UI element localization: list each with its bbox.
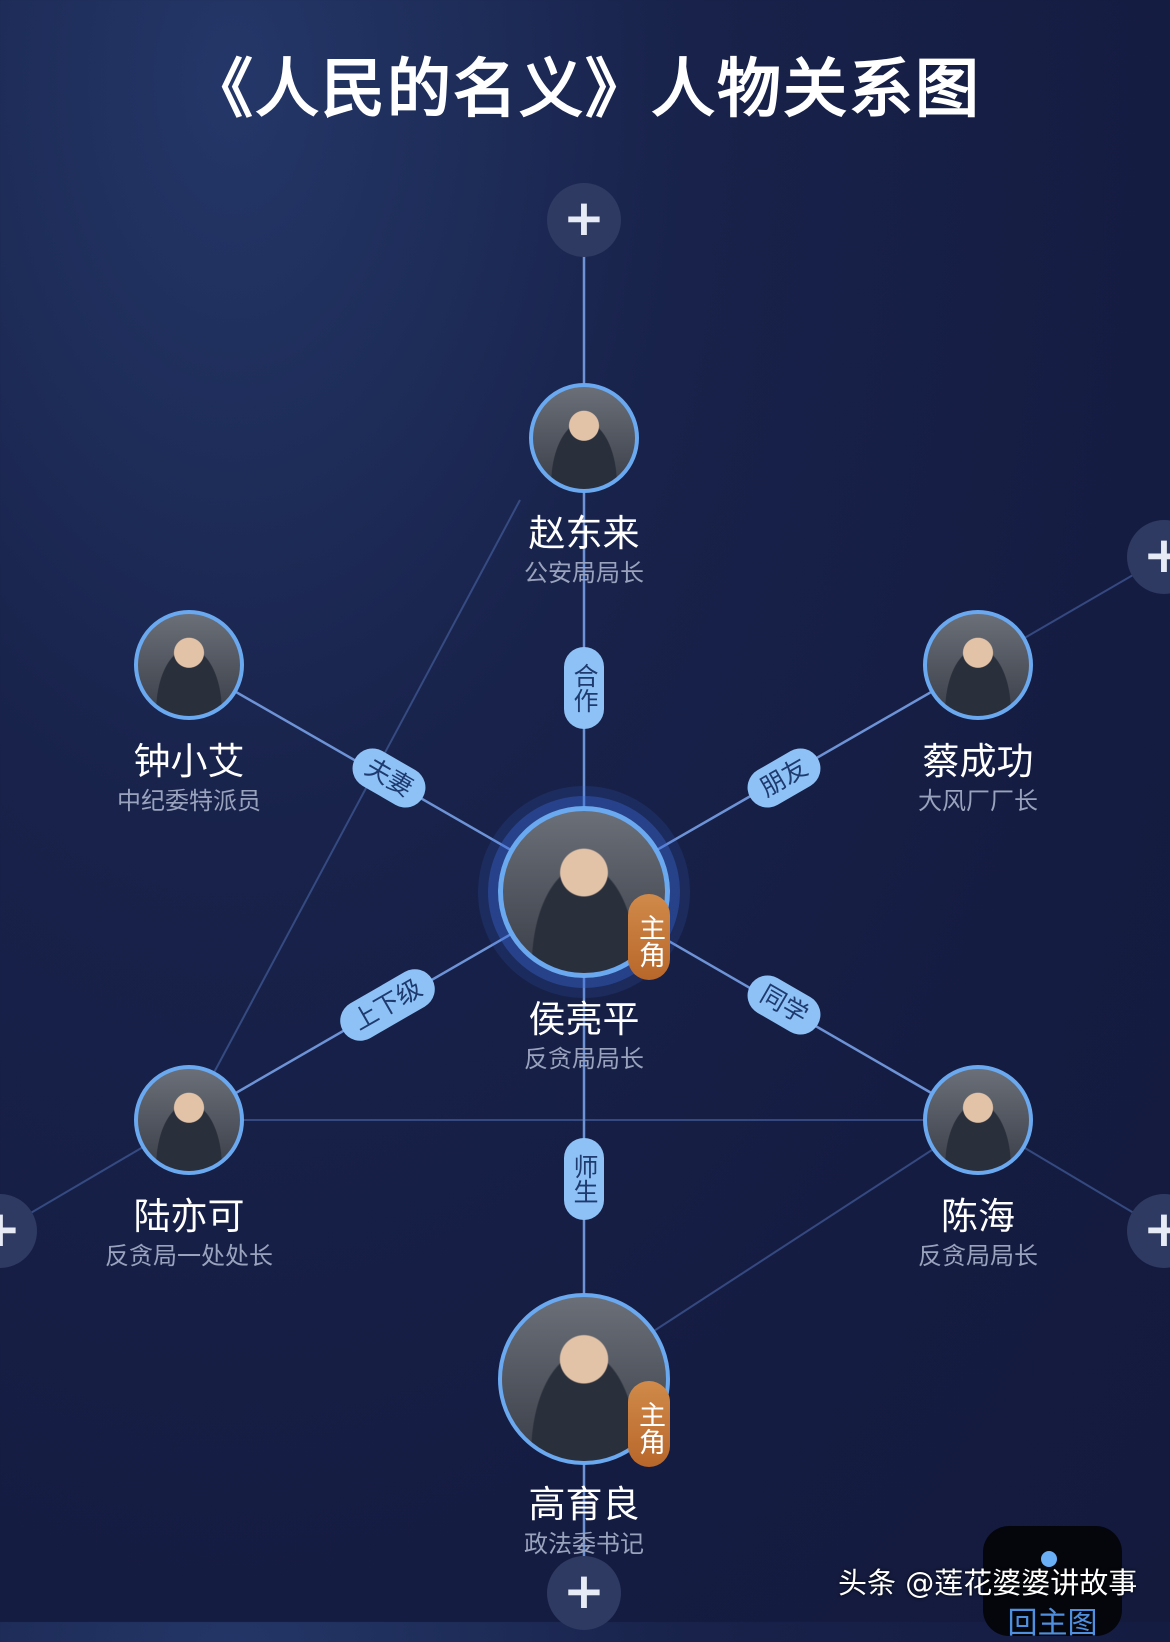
avatar-cai[interactable]	[923, 610, 1033, 720]
character-name: 蔡成功	[922, 740, 1034, 783]
character-role: 反贪局一处处长	[105, 1242, 273, 1270]
character-name: 陆亦可	[133, 1195, 245, 1238]
character-name: 钟小艾	[133, 740, 245, 783]
character-name: 高育良	[528, 1483, 640, 1526]
avatar-chen[interactable]	[923, 1065, 1033, 1175]
location-dot-icon	[1041, 1551, 1057, 1567]
avatar-lu[interactable]	[134, 1065, 244, 1175]
expand-top-button[interactable]: +	[547, 183, 621, 257]
character-role: 大风厂厂长	[918, 787, 1038, 815]
character-name: 陈海	[941, 1195, 1015, 1238]
character-role: 反贪局局长	[918, 1242, 1038, 1270]
faint-line-chen-gao	[639, 1119, 979, 1341]
center-role: 反贪局局长	[524, 1045, 644, 1073]
character-role: 公安局局长	[524, 559, 644, 587]
character-name: 赵东来	[528, 512, 640, 555]
center-name: 侯亮平	[528, 998, 640, 1041]
faint-line-zhao-lu	[209, 499, 521, 1081]
expand-bottom-button[interactable]: +	[547, 1556, 621, 1630]
relation-label-gao: 师生	[564, 1138, 604, 1220]
watermark: 头条 @莲花婆婆讲故事	[838, 1566, 1138, 1600]
avatar-zhong[interactable]	[134, 610, 244, 720]
character-role: 中纪委特派员	[117, 787, 261, 815]
relation-label-zhao: 合作	[564, 647, 604, 729]
home-button-label: 回主图	[1007, 1606, 1098, 1641]
page-title: 《人民的名义》人物关系图	[189, 53, 981, 127]
protagonist-badge: 主角	[628, 894, 670, 980]
character-role: 政法委书记	[524, 1530, 644, 1558]
avatar-zhao[interactable]	[529, 383, 639, 493]
protagonist-badge: 主角	[628, 1381, 670, 1467]
